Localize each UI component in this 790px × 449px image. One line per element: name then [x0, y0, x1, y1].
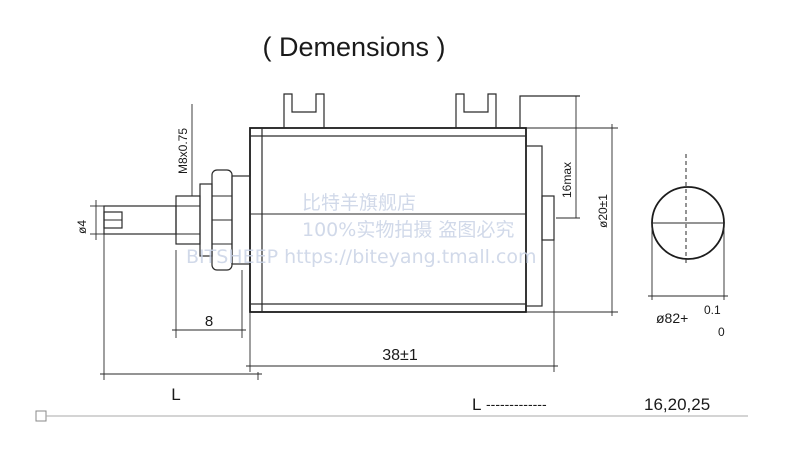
watermark: 比特羊旗舰店 100%实物拍摄 盗图必究 BITSHEEP https://bi…	[186, 192, 537, 268]
body-diameter-label: ø20±1	[596, 194, 610, 228]
bushing-assembly	[175, 169, 251, 271]
body-diameter-dim: ø20±1	[526, 124, 618, 316]
thread-callout: M8x0.75	[176, 104, 193, 196]
terminal-height-dim: 16max	[556, 96, 580, 219]
legend-l-label: L	[472, 395, 481, 414]
bushing-length-label: 8	[205, 313, 213, 330]
legend-dashes: -------------	[486, 396, 547, 412]
page-title: ( Demensions )	[262, 32, 445, 62]
shaft	[103, 205, 177, 235]
end-diameter-label: ø82+	[656, 310, 688, 326]
shaft-diameter-label: ø4	[75, 220, 89, 234]
tolerance-lower: 0	[718, 325, 725, 339]
watermark-line3: BITSHEEP https://biteyang.tmall.com	[186, 246, 537, 268]
watermark-line1: 比特羊旗舰店	[302, 192, 416, 214]
rear-terminal	[525, 145, 555, 307]
overall-length-label: L	[171, 385, 180, 404]
body-length-dim: 38±1	[246, 240, 558, 372]
legend-values: 16,20,25	[644, 395, 710, 414]
overall-length-dim: L	[100, 234, 262, 404]
bushing-length-dim: 8	[172, 250, 246, 338]
top-terminals	[280, 93, 580, 129]
end-view: ø82+ 0.1 0	[648, 154, 728, 339]
bottom-rule	[35, 410, 748, 422]
shaft-diameter-dim: ø4	[75, 200, 104, 240]
watermark-line2: 100%实物拍摄 盗图必究	[302, 219, 514, 241]
body-length-label: 38±1	[382, 347, 418, 364]
thread-label: M8x0.75	[176, 128, 190, 174]
length-legend: L ------------- 16,20,25	[472, 395, 710, 414]
terminal-height-label: 16max	[560, 162, 574, 198]
tolerance-upper: 0.1	[704, 303, 721, 317]
